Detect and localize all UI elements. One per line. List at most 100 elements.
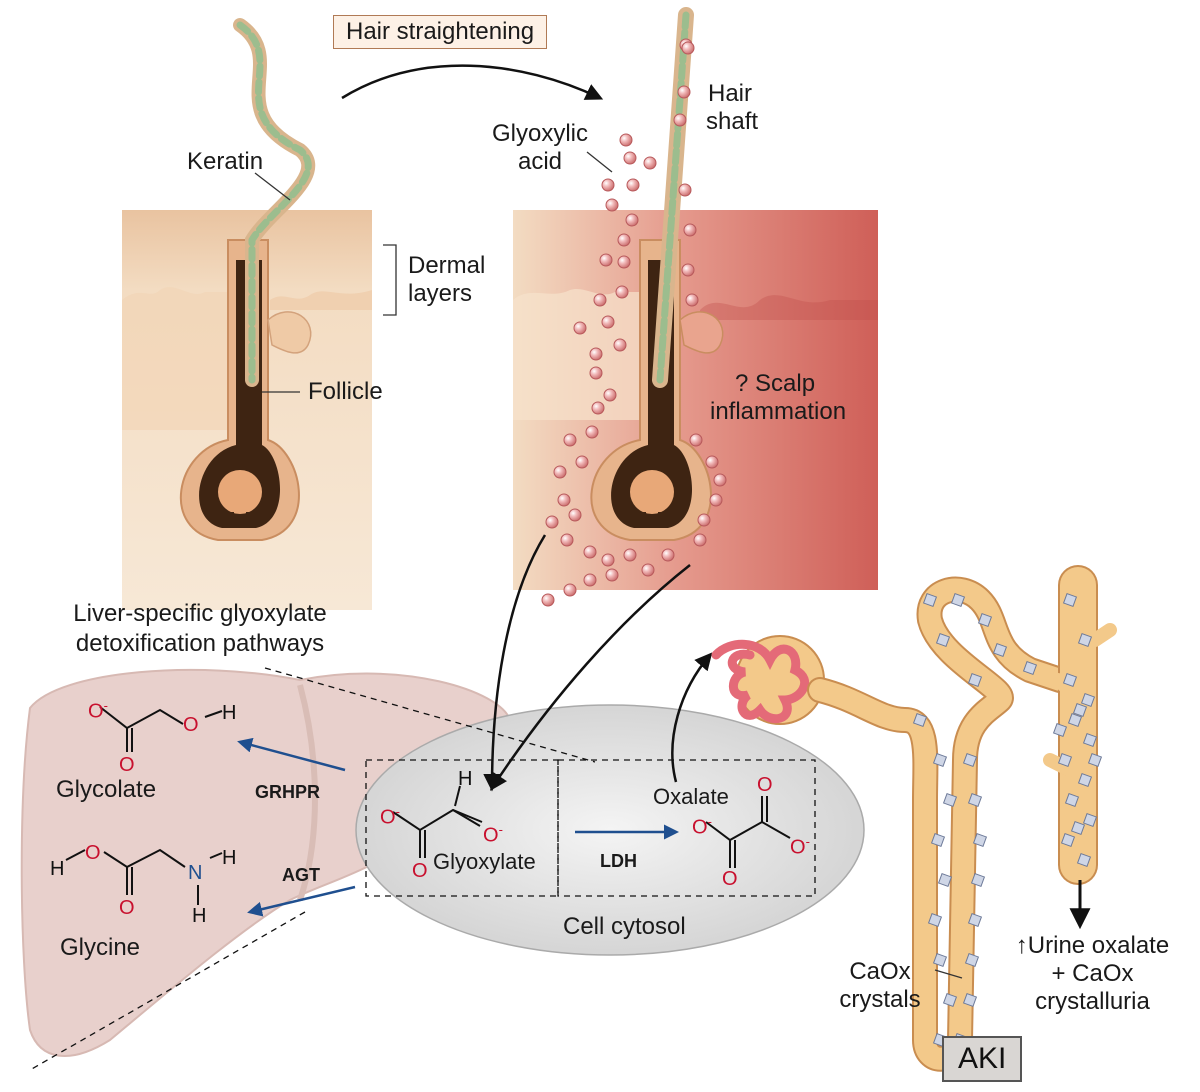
glyoxylic-acid-dot: [563, 433, 577, 447]
glyoxylic-acid-dot: [673, 113, 687, 127]
glyoxylic-acid-dot: [575, 455, 589, 469]
keratin-label: Keratin: [187, 148, 264, 175]
atom-label: H: [222, 847, 237, 869]
glyoxylic-acid-dot: [583, 573, 597, 587]
grhpr-arrow: [237, 737, 346, 772]
arrow-to-liver-2: [490, 564, 691, 791]
caox-crystal: [1080, 692, 1096, 708]
caox-crystals: [912, 592, 1103, 1048]
scalp-inflammation-line1: ? Scalp: [735, 370, 816, 397]
glyoxylic-acid-dot: [705, 455, 719, 469]
glyoxylic-acid-dot: [541, 593, 555, 607]
glyoxylic-acid-dot: [626, 178, 640, 192]
glyoxylic-acid-dot: [545, 515, 559, 529]
glyoxylic-acid-dot: [693, 533, 707, 547]
urine-oxalate-line1: ↑Urine oxalate: [1015, 932, 1170, 959]
caox-crystal: [932, 752, 948, 768]
agt-arrow: [247, 885, 356, 917]
caox-crystal: [977, 612, 993, 628]
glyoxylic-acid-line2: acid: [517, 148, 563, 175]
glyoxylic-acid-dot: [599, 253, 613, 267]
caox-crystal: [967, 792, 983, 808]
glyoxylate-bonds: [392, 785, 483, 858]
atom-label: O-: [88, 698, 108, 723]
oxalate-to-kidney-arrow: [671, 652, 713, 783]
caox-crystal: [1060, 832, 1076, 848]
atom-label: H: [222, 702, 237, 724]
glyoxylic-acid-dot: [613, 338, 627, 352]
atom-label: O: [85, 842, 101, 864]
caox-crystals-line2: crystals: [839, 986, 921, 1013]
glyoxylic-acid-dot: [601, 178, 615, 192]
glyoxylic-acid-dot: [573, 321, 587, 335]
caox-crystal: [942, 792, 958, 808]
caox-crystal: [1082, 812, 1098, 828]
straightening-arrow: [341, 64, 604, 100]
glyoxylic-acid-dot: [557, 493, 571, 507]
follicle-label: Follicle: [308, 378, 383, 405]
atom-label: O-: [380, 804, 400, 829]
agt-label: AGT: [282, 865, 320, 885]
caox-crystal: [1062, 672, 1078, 688]
glyoxylic-acid-dot: [603, 388, 617, 402]
liver: [20, 668, 513, 1057]
glyoxylic-acid-dot: [681, 263, 695, 277]
glyoxylic-acid-dot: [553, 465, 567, 479]
caox-crystal: [1082, 732, 1098, 748]
normal-skin-block: [122, 18, 372, 610]
caox-crystal: [962, 992, 978, 1008]
glyoxylic-acid-dot: [619, 133, 633, 147]
glyoxylic-acid-dot: [589, 366, 603, 380]
caox-crystal: [930, 832, 946, 848]
glyoxylic-acid-dot: [681, 41, 695, 55]
glyoxylic-acid-dot: [589, 347, 603, 361]
glyoxylic-acid-dot: [713, 473, 727, 487]
dermal-label-line1: Dermal: [408, 252, 486, 279]
glyoxylic-acid-dot: [583, 545, 597, 559]
oxalate-label: Oxalate: [653, 784, 729, 809]
glyoxylic-acid-dot: [568, 508, 582, 522]
liver-title-line1: Liver-specific glyoxylate: [73, 600, 327, 627]
glycine-label: Glycine: [60, 934, 141, 961]
glyoxylic-acid-dot: [605, 568, 619, 582]
caox-crystal: [970, 872, 986, 888]
caox-crystal: [942, 992, 958, 1008]
atom-label: O: [119, 754, 135, 776]
atom-label: O: [722, 868, 738, 890]
caox-crystal: [962, 752, 978, 768]
caox-crystal: [1067, 712, 1083, 728]
cell: [355, 704, 865, 956]
caox-crystal: [1022, 660, 1038, 676]
caox-crystal: [967, 912, 983, 928]
glyoxylic-acid-dot: [709, 493, 723, 507]
glyoxylic-acid-dot: [617, 233, 631, 247]
caox-crystals-line1: CaOx: [849, 958, 911, 985]
caox-crystal: [964, 952, 980, 968]
caox-crystal: [950, 592, 966, 608]
atom-label: O: [412, 860, 428, 882]
glyoxylic-acid-dot: [591, 401, 605, 415]
leader-lines: [254, 151, 613, 393]
glyoxylic-acid-dot: [683, 223, 697, 237]
caox-crystal: [1057, 752, 1073, 768]
glyoxylic-acid-dot: [601, 315, 615, 329]
caox-crystal: [1077, 632, 1093, 648]
glyoxylic-acid-dot: [605, 198, 619, 212]
caox-crystal: [1064, 792, 1080, 808]
atom-label: O-: [483, 822, 503, 847]
grhpr-label: GRHPR: [255, 782, 321, 802]
urine-oxalate-line2: + CaOx: [1051, 960, 1134, 987]
zoom-guides: [29, 667, 816, 1071]
liver-title-line2: detoxification pathways: [75, 630, 325, 657]
caox-crystal: [1076, 852, 1092, 868]
hair-shaft-line2: shaft: [706, 108, 759, 135]
hair-straightening-label: Hair straightening: [333, 15, 548, 49]
glyoxylic-acid-dot: [617, 255, 631, 269]
atom-label: N: [188, 862, 203, 884]
caox-crystal: [922, 592, 938, 608]
glyoxylic-acid-dot: [677, 85, 691, 99]
glycolate-bonds: [99, 706, 223, 752]
caox-crystal: [1070, 820, 1086, 836]
caox-crystal: [1077, 772, 1093, 788]
